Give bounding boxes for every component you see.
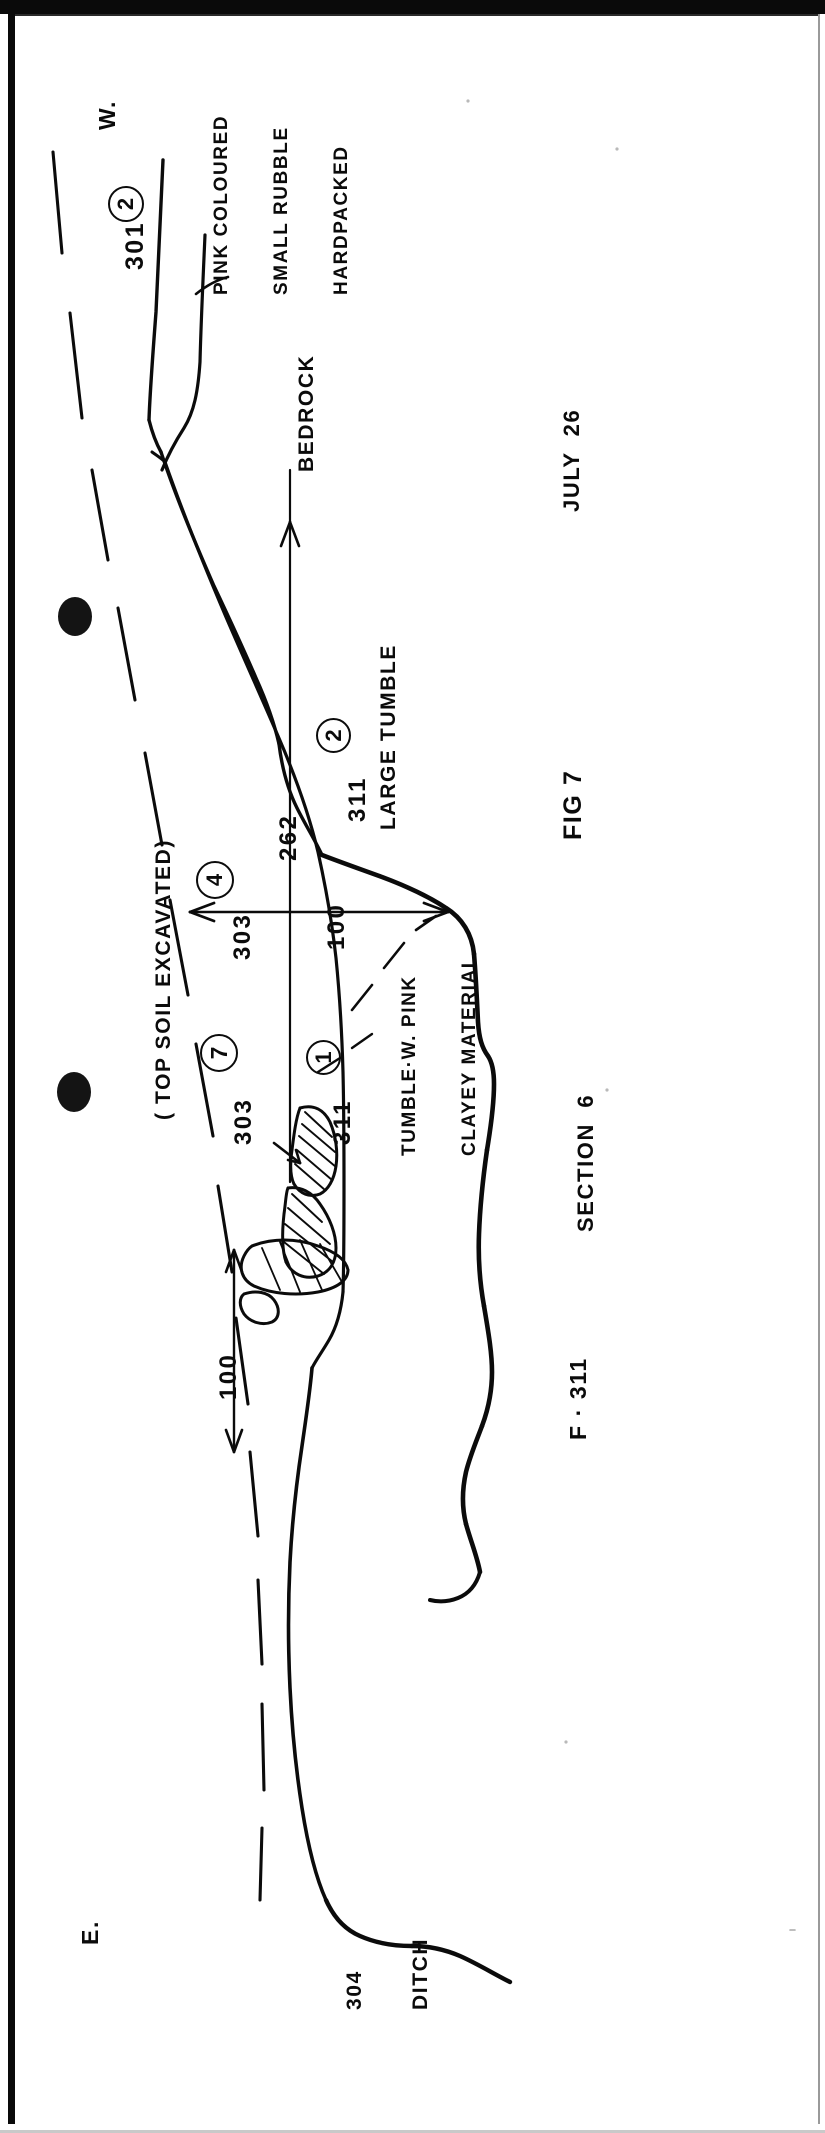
measurement-100-lower: 100 — [215, 1352, 242, 1400]
label-topsoil-excavated: ( TOP SOIL EXCAVATED) — [152, 839, 175, 1120]
context-301-upper-edge — [147, 158, 165, 422]
context-number-304: 304 — [343, 1970, 367, 2010]
description-301-line2: SMALL RUBBLE — [270, 126, 292, 295]
lower-ground-surface — [286, 1366, 328, 1902]
page-edge-left — [8, 14, 15, 2124]
dimension-100-lower — [224, 1248, 244, 1454]
leader-301-description — [194, 275, 230, 296]
phase-marker-303-upper: 4 — [196, 861, 234, 899]
description-301: PINK COLOURED SMALL RUBBLE HARDPACKED — [172, 115, 391, 295]
measurement-262: 262 — [275, 813, 302, 861]
feature-label: F · 311 — [565, 1357, 591, 1440]
description-311-line2: CLAYEY MATERIAL — [458, 954, 480, 1156]
description-304-ditch: 304 DITCH — [300, 1938, 476, 2010]
label-bedrock: BEDROCK — [295, 354, 318, 472]
ditch-profile — [323, 1897, 415, 1949]
bedrock-boundary — [319, 852, 477, 957]
context-number-303-upper: 303 — [229, 912, 256, 960]
page-edge-right — [818, 14, 820, 2124]
dimension-262 — [279, 520, 301, 1184]
page-edge-inner-top — [15, 14, 818, 16]
stone-303-hatch — [294, 1111, 337, 1191]
page-edge-bottom — [0, 2130, 825, 2133]
context-number-301: 301 — [121, 221, 149, 270]
dashed-303-boundary — [316, 1032, 374, 1074]
context-number-303-lower: 303 — [230, 1097, 257, 1145]
stone-small-bottom — [238, 1290, 280, 1326]
description-301-line3: HARDPACKED — [330, 145, 352, 295]
page-edge-top — [0, 0, 825, 14]
phase-marker-303-lower: 7 — [200, 1034, 238, 1072]
leader-303-stone — [272, 1141, 302, 1165]
description-311-pink: TUMBLE·W. PINK CLAYEY MATERIAL — [360, 955, 520, 1156]
stone-303-lower-hatch — [283, 1193, 334, 1275]
phase-marker-311-pink: 1 — [306, 1040, 341, 1075]
margin-dot-lower — [57, 1072, 91, 1112]
description-301-line1: PINK COLOURED — [210, 114, 232, 295]
context-303-cut-line — [163, 460, 346, 1294]
page-field — [15, 16, 818, 2121]
figure-caption: FIG 7 — [559, 769, 587, 840]
orientation-label-east: E. — [77, 1920, 103, 1945]
dimension-100-upper — [188, 901, 450, 923]
measurement-100-upper: 100 — [323, 902, 350, 950]
context-number-311-large: 311 — [344, 776, 371, 822]
label-large-tumble: LARGE TUMBLE — [377, 643, 400, 830]
orientation-label-west: W. — [94, 99, 120, 130]
stone-slab — [239, 1238, 350, 1296]
label-ditch: DITCH — [409, 1937, 433, 2010]
section-label: SECTION 6 — [573, 1093, 598, 1232]
description-311-line1: TUMBLE·W. PINK — [398, 975, 420, 1156]
context-number-311-pink: 311 — [329, 1099, 356, 1145]
phase-marker-301: 2 — [108, 186, 144, 222]
dashed-ground-line — [51, 150, 266, 1902]
label-date: JULY 26 — [559, 408, 584, 512]
phase-marker-311-large: 2 — [316, 718, 351, 753]
margin-dot-upper — [58, 597, 92, 636]
dashed-lead-311 — [350, 914, 438, 1012]
stone-303-lower-outline — [281, 1186, 338, 1279]
